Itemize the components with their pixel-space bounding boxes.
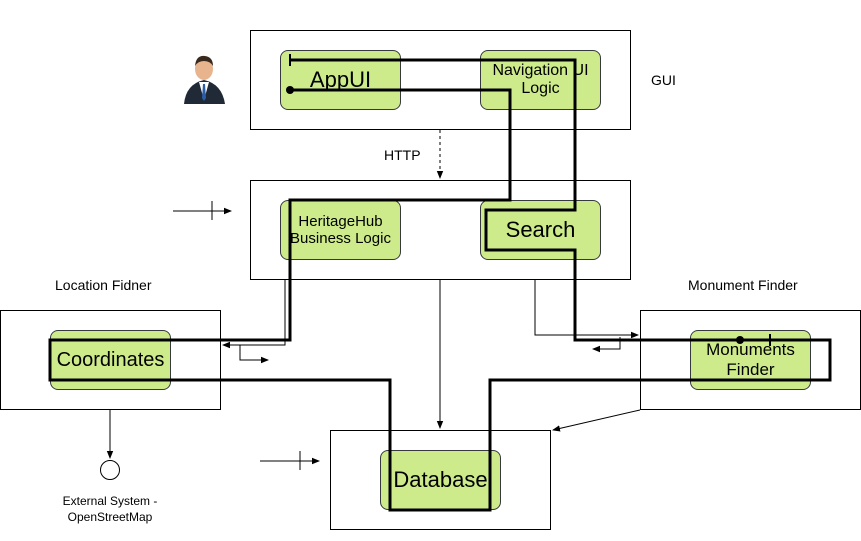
external-system-line2: OpenStreetMap	[67, 509, 153, 524]
location-small-arrow	[239, 345, 269, 364]
flow-path-appui	[48, 88, 832, 512]
navigation-ui-logic-label: Navigation UI Logic	[492, 61, 589, 97]
business-logic-component: HeritageHub Business Logic	[280, 200, 401, 260]
external-system-line1: External System -	[62, 494, 158, 508]
appui-label: AppUI	[309, 67, 372, 93]
coordinates-label: Coordinates	[56, 348, 165, 371]
business-to-monument-arrow	[534, 280, 639, 339]
business-to-location-arrow	[222, 280, 286, 349]
gui-label: GUI	[651, 72, 676, 88]
external-system-label: External System - OpenStreetMap	[40, 494, 180, 525]
business-logic-label: HeritageHub Business Logic	[290, 212, 391, 247]
circle-interface-icon	[100, 460, 120, 480]
monument-finder-label: Monument Finder	[688, 277, 798, 293]
database-entry-arrow	[260, 451, 320, 470]
flow-path-search	[290, 58, 770, 342]
database-component: Database	[380, 450, 501, 510]
database-label: Database	[393, 467, 488, 493]
http-label: HTTP	[384, 147, 421, 163]
location-finder-label: Location Fidner	[55, 277, 152, 293]
monuments-finder-label: Monuments Finder	[706, 340, 795, 379]
business-entry-arrow	[173, 201, 232, 220]
search-label: Search	[505, 217, 576, 243]
monument-to-database-arrow	[552, 409, 641, 432]
flow-start-dot	[286, 86, 294, 94]
user-icon	[184, 55, 225, 104]
